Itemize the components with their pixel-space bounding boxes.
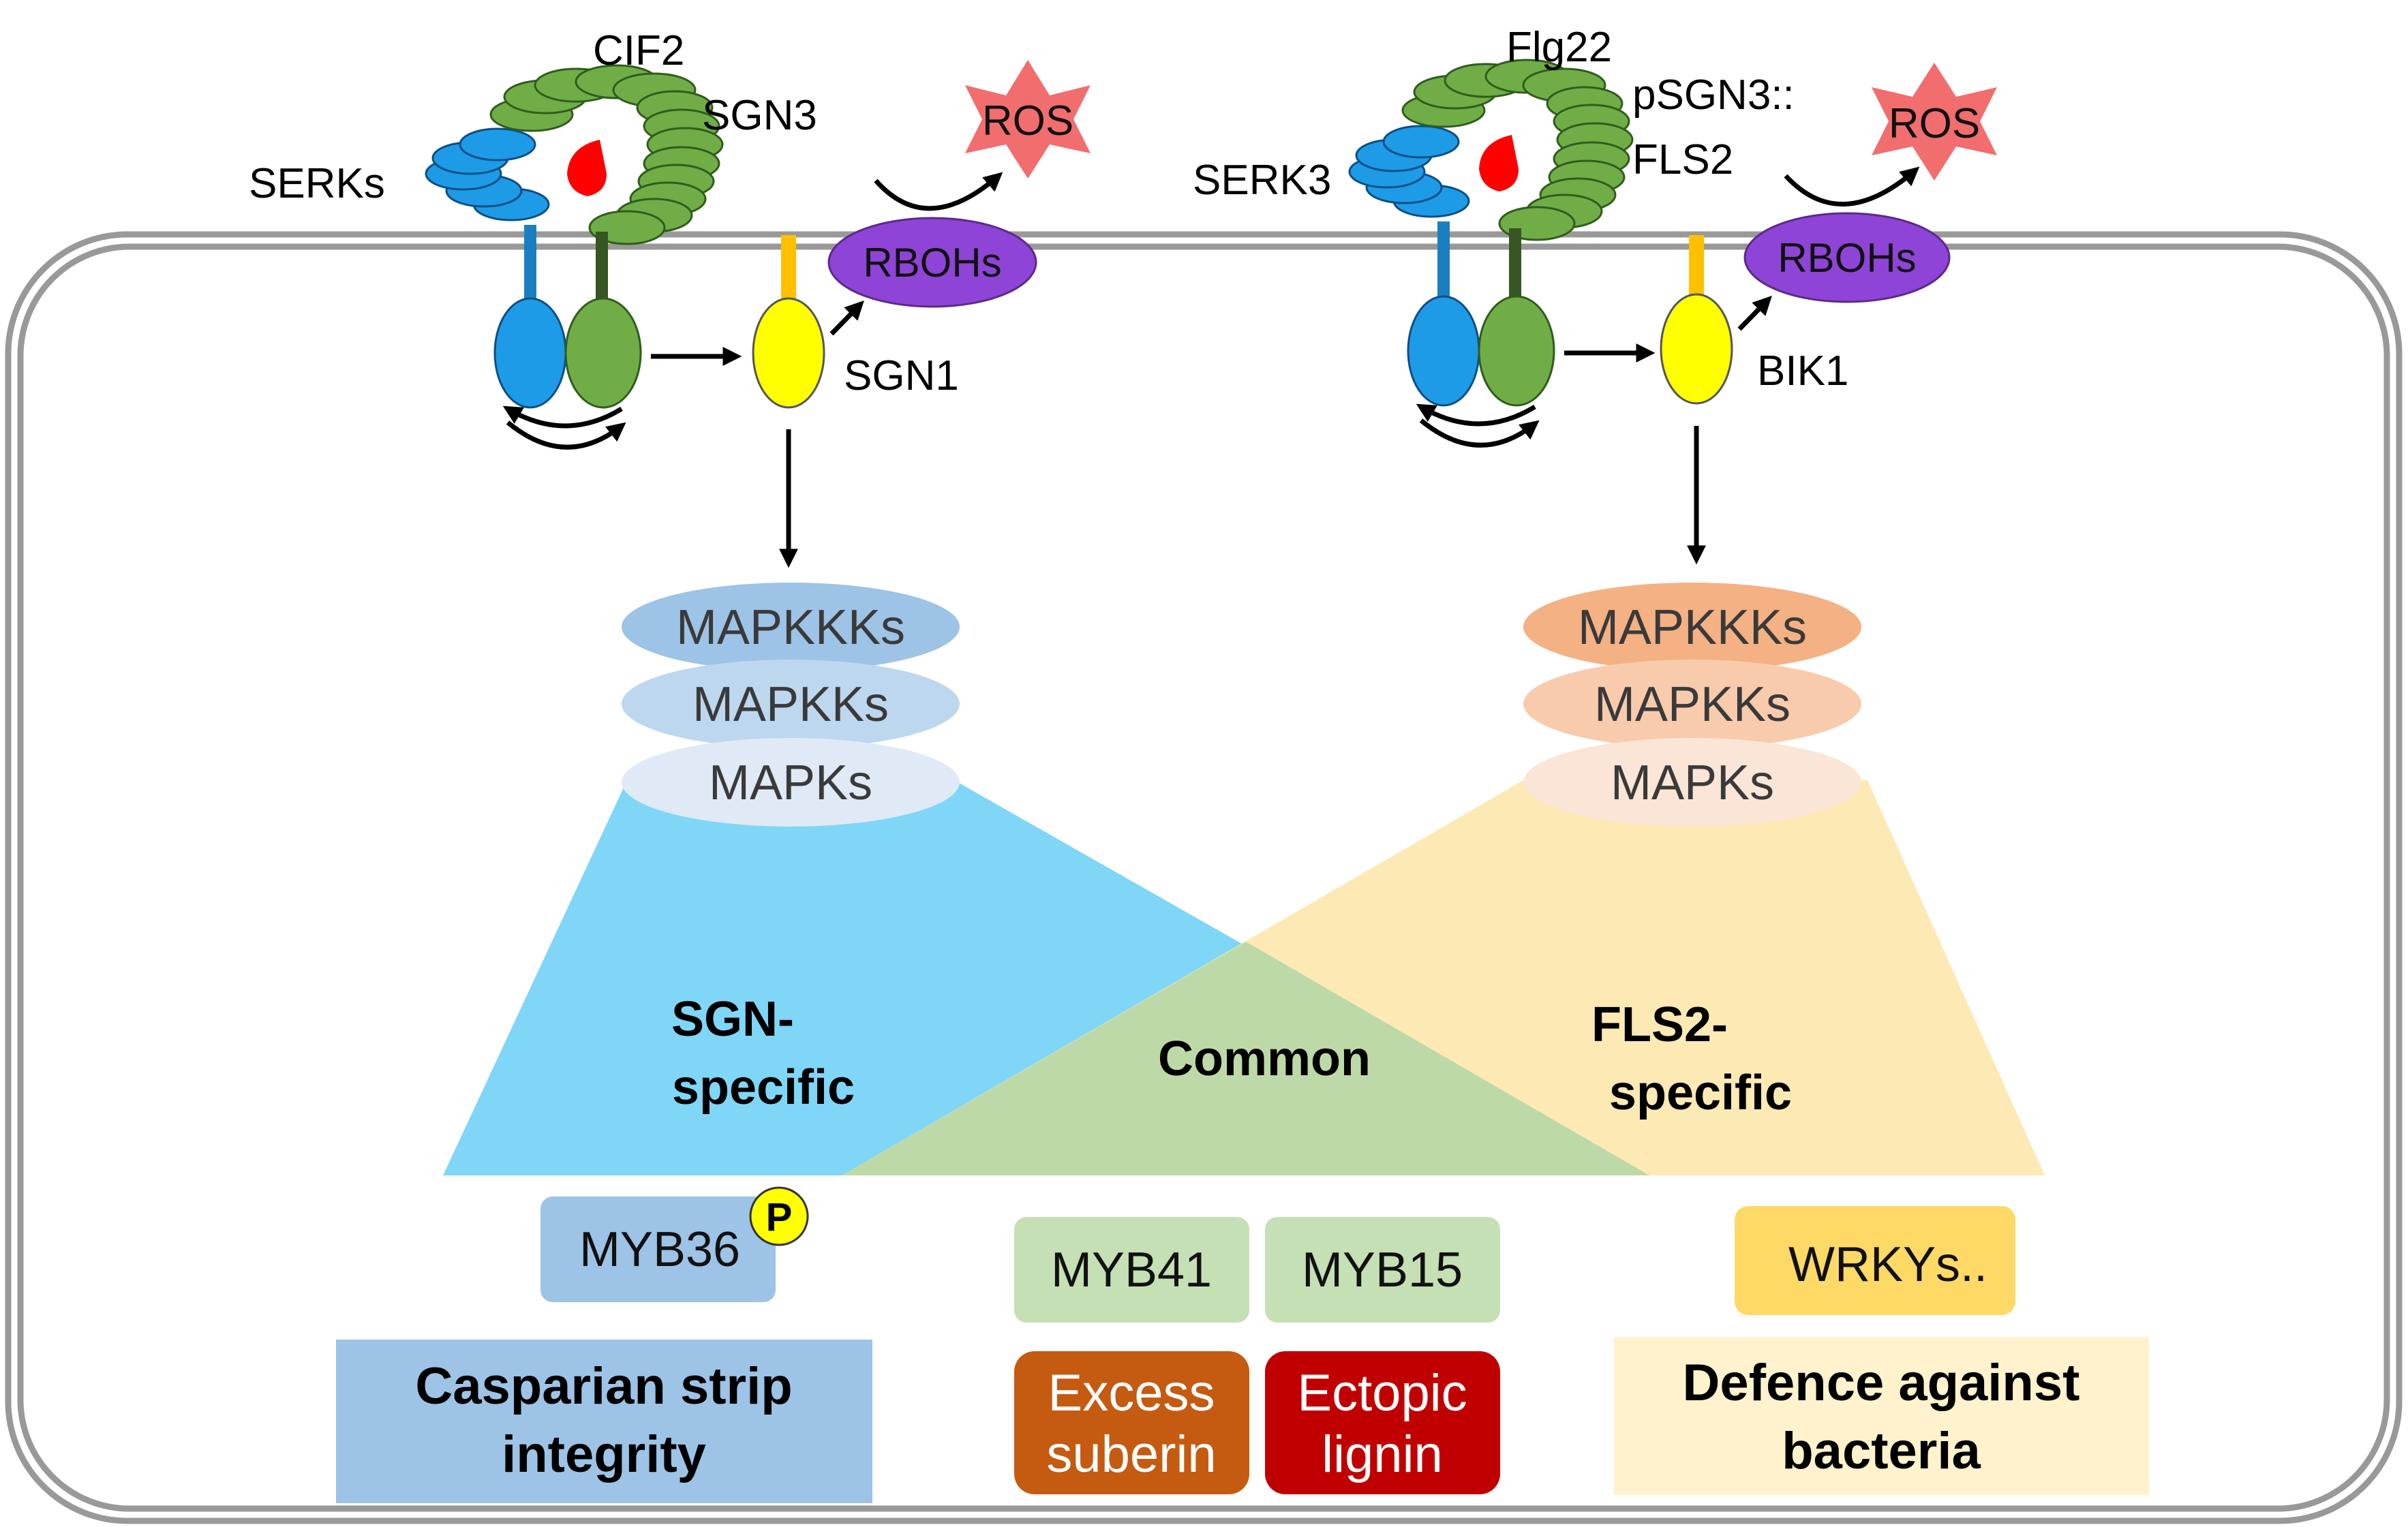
sgn3-ectodomain	[489, 64, 724, 245]
myb15-label: MYB15	[1302, 1243, 1463, 1297]
myb36-box: MYB36 P	[540, 1186, 809, 1302]
right-receptor-complex	[1348, 59, 1997, 565]
serk-stalk-left	[524, 225, 536, 300]
common-label: Common	[1158, 1032, 1371, 1086]
ros-arrow-right	[1784, 166, 1920, 206]
sgn-specific-label-line1: SGN-	[671, 992, 794, 1047]
mapkkks-right-label: MAPKKKs	[1578, 600, 1807, 655]
phosphate-label: P	[766, 1195, 793, 1239]
sgn3-stalk	[596, 232, 608, 300]
fls2-stalk	[1509, 228, 1521, 298]
mapkks-left-label: MAPKKs	[692, 677, 889, 732]
arrow-to-rbohs-left	[829, 300, 864, 336]
sgn1-anchor	[781, 235, 796, 303]
sgn-specific-label-line2: specific	[672, 1060, 855, 1115]
defence-label-line2: bacteria	[1782, 1422, 1981, 1480]
bik1-anchor	[1689, 235, 1704, 300]
bik1-label: BIK1	[1757, 348, 1848, 395]
serk3-label: SERK3	[1193, 157, 1331, 204]
mapkks-left	[622, 660, 960, 748]
phosphate-badge	[749, 1186, 809, 1246]
rbohs-left	[827, 217, 1037, 308]
transphosphorylation-arrow-left-2	[502, 405, 623, 429]
mapk-cascade-left: MAPKKKs MAPKKs MAPKs	[622, 583, 960, 827]
cif2-label: CIF2	[593, 27, 684, 74]
transphosphorylation-arrow-right-1	[1419, 418, 1540, 448]
ros-burst-right	[1872, 63, 1997, 181]
wrkys-label: WRKYs..	[1788, 1237, 1987, 1292]
myb36-label: MYB36	[579, 1222, 740, 1277]
flg22-ligand	[1479, 135, 1519, 191]
fls2-specific-label-line1: FLS2-	[1591, 998, 1728, 1052]
bik1-kinase	[1660, 293, 1733, 405]
serk-kinase-left	[493, 297, 567, 409]
mapkks-right-label: MAPKKs	[1594, 677, 1790, 732]
arrow-to-rbohs-right	[1737, 295, 1772, 331]
defence-label-line1: Defence against	[1683, 1354, 2080, 1412]
sgn1-label: SGN1	[844, 352, 959, 399]
ros-left-label: ROS	[982, 97, 1073, 144]
excess-suberin-label-line2: suberin	[1046, 1425, 1216, 1483]
casparian-strip-label-line2: integrity	[502, 1425, 706, 1483]
psgn3-label: pSGN3::	[1632, 72, 1795, 119]
sgn3-label: SGN3	[702, 92, 817, 139]
mapkkks-right	[1523, 583, 1861, 671]
left-receptor-complex	[425, 60, 1091, 568]
defence-box: Defence against bacteria	[1614, 1337, 2149, 1495]
ros-right-label: ROS	[1889, 100, 1980, 147]
ros-burst-left	[965, 60, 1091, 179]
wrkys-box: WRKYs..	[1735, 1206, 2015, 1315]
serk-ectodomain-left	[425, 127, 550, 221]
cell-membrane	[5, 231, 2403, 1524]
casparian-strip-box: Casparian strip integrity	[336, 1340, 872, 1503]
serk3-ectodomain	[1348, 125, 1470, 218]
common-region	[842, 942, 1649, 1175]
specificity-regions	[443, 780, 2045, 1175]
mapkkks-left-label: MAPKKKs	[676, 600, 905, 655]
ectopic-lignin-label-line1: Ectopic	[1297, 1364, 1467, 1422]
ectopic-lignin-label-line2: lignin	[1322, 1425, 1442, 1483]
myb41-label: MYB41	[1051, 1243, 1212, 1297]
rbohs-left-label: RBOHs	[863, 240, 1001, 286]
rbohs-right	[1743, 212, 1951, 303]
fls2-kinase	[1478, 295, 1555, 407]
excess-suberin-box: Excess suberin	[1014, 1351, 1249, 1494]
sgn1-kinase	[752, 297, 825, 409]
ros-arrow-left	[874, 172, 1003, 211]
serks-label: SERKs	[249, 160, 385, 207]
rbohs-right-label: RBOHs	[1778, 235, 1916, 281]
mapks-left-label: MAPKs	[709, 756, 872, 810]
mapks-left	[622, 738, 960, 827]
casparian-strip-label-line1: Casparian strip	[415, 1357, 792, 1415]
cif2-ligand	[567, 140, 607, 196]
fls2-ectodomain	[1401, 59, 1634, 241]
transphosphorylation-arrow-left-1	[506, 420, 626, 450]
flg22-label: Flg22	[1506, 24, 1612, 71]
mapks-right	[1523, 738, 1861, 827]
mapks-right-label: MAPKs	[1611, 756, 1774, 810]
mapk-cascade-right: MAPKKKs MAPKKs MAPKs	[1523, 583, 1861, 827]
mapkkks-left	[622, 583, 960, 671]
excess-suberin-label-line1: Excess	[1048, 1364, 1215, 1422]
sgn3-kinase	[564, 297, 642, 409]
serk3-stalk	[1437, 221, 1450, 298]
serk3-kinase	[1407, 295, 1480, 407]
ectopic-lignin-box: Ectopic lignin	[1265, 1351, 1500, 1494]
mapkks-right	[1523, 660, 1861, 748]
myb15-box: MYB15	[1265, 1217, 1500, 1323]
fls2-specific-label-line2: specific	[1609, 1066, 1792, 1120]
transphosphorylation-arrow-right-2	[1416, 403, 1536, 427]
myb41-box: MYB41	[1014, 1217, 1249, 1323]
fls2-label: FLS2	[1632, 136, 1733, 183]
